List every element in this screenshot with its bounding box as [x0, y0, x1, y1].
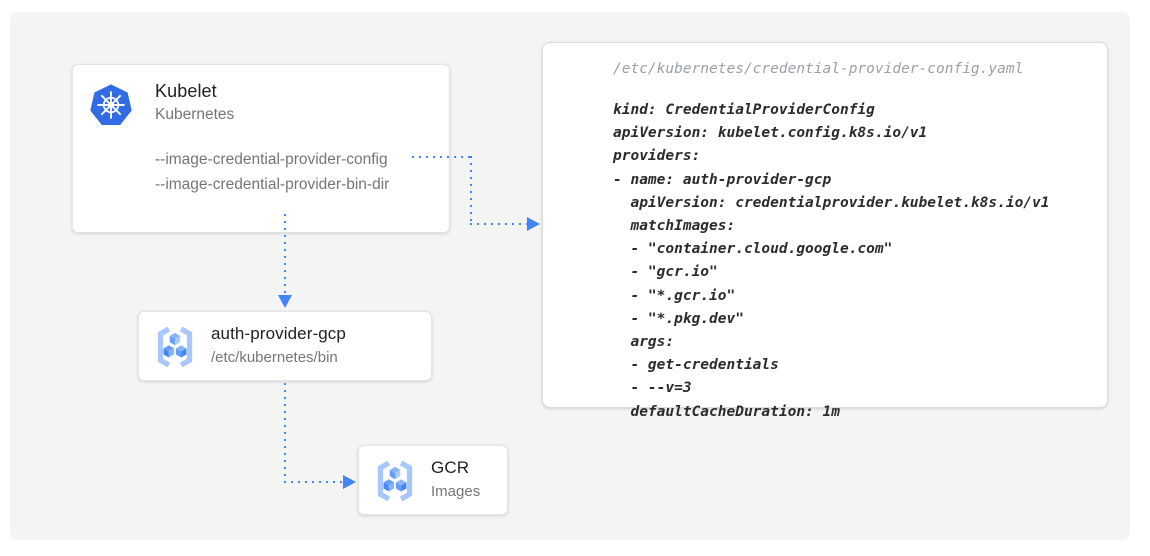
gcr-node: GCR Images: [358, 445, 508, 515]
gcr-title: GCR: [431, 458, 470, 477]
flag-image-credential-provider-bin-dir: --image-credential-provider-bin-dir: [155, 176, 390, 193]
config-file-path: /etc/kubernetes/credential-provider-conf…: [613, 61, 1024, 77]
flag-image-credential-provider-config: --image-credential-provider-config: [155, 151, 388, 168]
auth-provider-gcp-title: auth-provider-gcp: [211, 324, 346, 343]
connector-config-flag-vertical: [470, 156, 472, 225]
connector-config-flag-horizontal: [412, 156, 472, 158]
gcr-subtitle: Images: [431, 483, 481, 500]
arrowhead-to-gcr-icon: [343, 475, 356, 489]
auth-provider-gcp-node: auth-provider-gcp /etc/kubernetes/bin: [138, 311, 432, 381]
kubelet-title: Kubelet: [155, 81, 217, 101]
connector-authprovider-vertical: [284, 383, 286, 483]
gcr-icon: [153, 325, 197, 374]
credential-provider-config-panel: /etc/kubernetes/credential-provider-conf…: [542, 42, 1108, 420]
gcr-icon: [373, 459, 417, 508]
connector-config-flag-horizontal2: [470, 223, 528, 225]
arrowhead-to-yaml-icon: [527, 217, 540, 231]
arrowhead-to-authprovider-icon: [278, 295, 292, 308]
kubelet-subtitle: Kubernetes: [155, 106, 235, 123]
auth-provider-gcp-path: /etc/kubernetes/bin: [211, 349, 338, 366]
config-yaml-code: kind: CredentialProviderConfig apiVersio…: [613, 102, 1050, 420]
kubernetes-icon: [89, 83, 133, 132]
kubelet-flags: --image-credential-provider-config --ima…: [155, 147, 389, 197]
connector-authprovider-horizontal: [284, 481, 344, 483]
kubelet-node: Kubelet Kubernetes --image-credential-pr…: [72, 64, 450, 233]
connector-kubelet-to-authprovider: [284, 214, 286, 297]
